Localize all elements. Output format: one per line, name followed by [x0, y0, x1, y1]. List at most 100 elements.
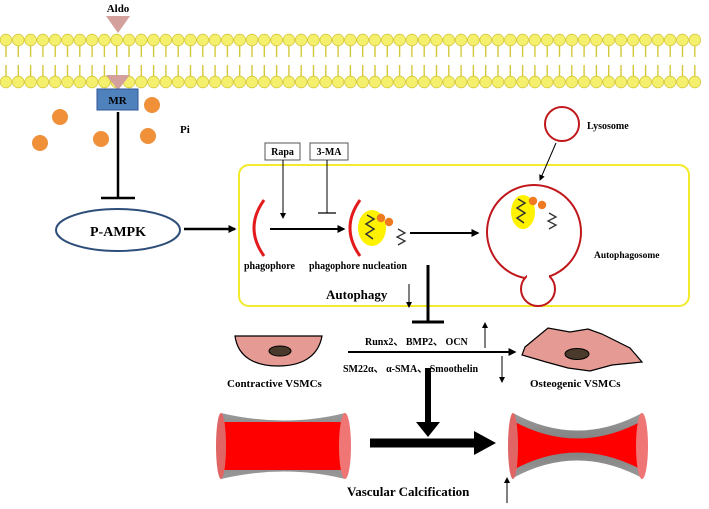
- lipid-head: [331, 75, 345, 89]
- lipid-head: [565, 33, 579, 47]
- lipid-head: [639, 33, 652, 47]
- lipid-head: [491, 75, 505, 89]
- lipid-head: [319, 33, 333, 47]
- lipid-head: [676, 33, 689, 47]
- free-protein-icon: [395, 228, 407, 246]
- lipid-head: [504, 33, 517, 47]
- lipid-head: [393, 75, 406, 89]
- lipid-head: [73, 33, 87, 47]
- lipid-head: [307, 75, 320, 89]
- lipid-head: [245, 75, 259, 89]
- lipid-head: [344, 33, 357, 47]
- lipid-head: [541, 33, 554, 47]
- normal-vessel: [216, 413, 351, 479]
- lipid-head: [688, 33, 702, 47]
- autophagosome-label: Autophagosome: [594, 251, 659, 261]
- autophagy-frame: [238, 164, 690, 307]
- lipid-head: [184, 75, 197, 89]
- lipid-head: [418, 75, 431, 89]
- lipid-head: [577, 33, 591, 47]
- mr-binding-triangle: [106, 75, 130, 90]
- lipid-head: [430, 33, 443, 47]
- lipid-head: [664, 33, 677, 47]
- cargo-dot: [384, 217, 394, 227]
- nucleation-arc: [348, 199, 362, 257]
- lipid-head: [418, 33, 431, 47]
- lipid-head: [565, 75, 579, 89]
- lipid-head: [24, 75, 37, 89]
- autophagosome-neck: [527, 270, 549, 280]
- lipid-head: [454, 33, 468, 47]
- lipid-head: [553, 33, 566, 47]
- lipid-head: [233, 75, 246, 89]
- contractive-vsmc-nucleus: [268, 345, 292, 357]
- autophagy-label: Autophagy: [326, 287, 388, 302]
- lipid-head: [171, 33, 185, 47]
- lipid-head: [159, 33, 173, 47]
- lipid-head: [430, 75, 443, 89]
- p-ampk-label: P-AMPK: [90, 225, 146, 240]
- lipid-head: [344, 75, 357, 89]
- osteogenic-vsmc-label: Osteogenic VSMCs: [530, 378, 621, 390]
- pi-dots: [32, 97, 160, 151]
- p-ampk-node: [55, 208, 181, 252]
- three-ma-label: 3-MA: [317, 147, 343, 158]
- phagophore-label: phagophore: [244, 261, 296, 272]
- cargo-protein-icon: [364, 214, 376, 240]
- lipid-head: [295, 33, 308, 47]
- lipid-head: [590, 75, 603, 89]
- lipid-head: [491, 33, 505, 47]
- lipid-head: [442, 33, 456, 47]
- autophagosome-protein-icon: [546, 212, 558, 230]
- lipid-head: [553, 75, 566, 89]
- lipid-head: [602, 75, 615, 89]
- lipid-head: [245, 33, 259, 47]
- normal-vessel-left-cap: [216, 413, 226, 479]
- normal-vessel-lumen: [221, 422, 345, 470]
- mr-receptor-box: [96, 88, 139, 111]
- lipid-head: [221, 75, 234, 89]
- lipid-head: [159, 75, 173, 89]
- lipid-head: [676, 75, 689, 89]
- lipid-head: [61, 75, 74, 89]
- lipid-head: [356, 33, 369, 47]
- lipid-head: [368, 33, 382, 47]
- lipid-head: [602, 33, 615, 47]
- lipid-head: [282, 75, 296, 89]
- mr-label: MR: [108, 95, 127, 107]
- lipid-head: [368, 75, 382, 89]
- lysosome-label: Lysosome: [587, 121, 629, 132]
- lipid-head: [454, 75, 468, 89]
- lipid-head: [85, 33, 99, 47]
- lipid-head: [49, 33, 62, 47]
- lipid-head: [627, 33, 640, 47]
- lipid-head: [270, 33, 283, 47]
- lipid-head: [467, 75, 480, 89]
- lipid-head: [24, 33, 37, 47]
- osteogenic-vsmc-nucleus: [564, 348, 590, 360]
- pi-dot: [93, 131, 109, 147]
- lipid-head: [295, 75, 308, 89]
- lipid-head: [504, 75, 517, 89]
- lipid-head: [208, 33, 222, 47]
- lipid-head: [147, 33, 160, 47]
- lipid-head: [516, 33, 529, 47]
- pi-dot: [32, 135, 48, 151]
- lipid-head: [393, 33, 406, 47]
- cell-membrane: [0, 33, 702, 89]
- lipid-head: [258, 33, 271, 47]
- lipid-head: [577, 75, 591, 89]
- lipid-head: [381, 33, 394, 47]
- lipid-head: [528, 75, 542, 89]
- lipid-head: [319, 75, 333, 89]
- lipid-head: [664, 75, 677, 89]
- pi-dot: [140, 128, 156, 144]
- lipid-head: [516, 75, 529, 89]
- lipid-head: [233, 33, 246, 47]
- lipid-head: [270, 75, 283, 89]
- nucleation-label: phagophore nucleation: [309, 261, 407, 272]
- lipid-head: [221, 33, 234, 47]
- lipid-head: [98, 75, 111, 89]
- contractive-vsmc-label: Contractive VSMCs: [227, 378, 323, 390]
- lipid-head: [688, 75, 702, 89]
